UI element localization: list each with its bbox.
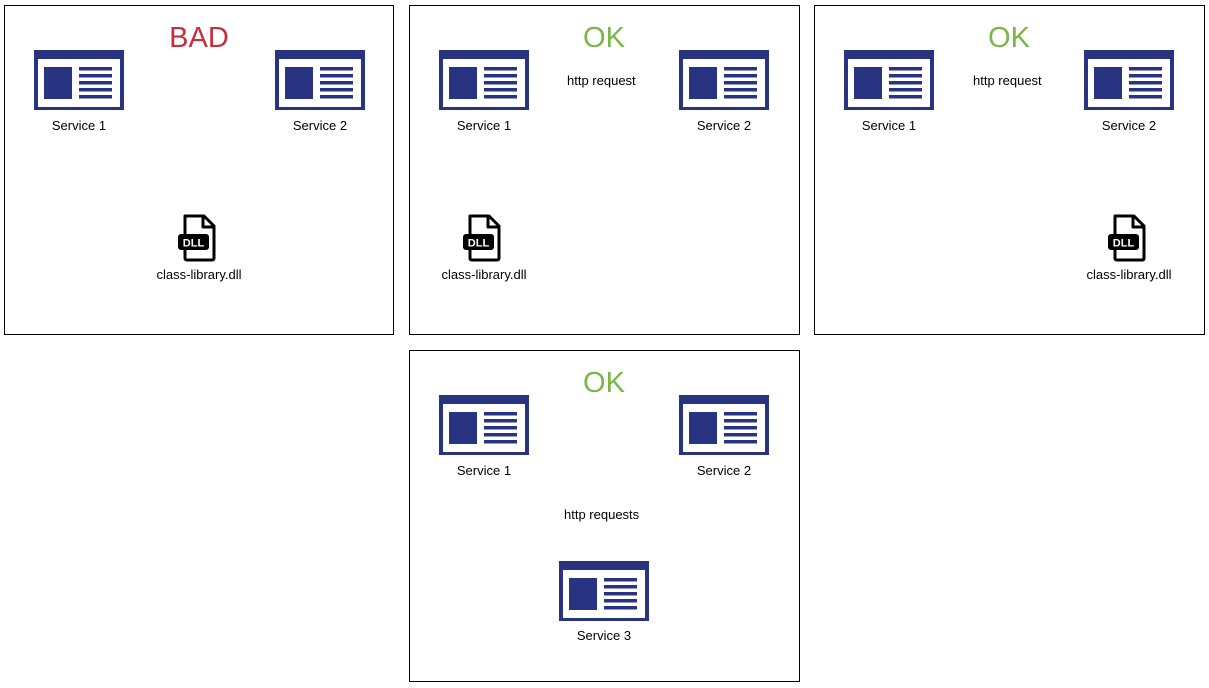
dll-file-icon: DLL [461, 214, 507, 262]
panel-3-service-2-label: Service 2 [1101, 118, 1157, 133]
panel-2-service-2-label: Service 2 [696, 118, 752, 133]
panel-1-service-2-label: Service 2 [292, 118, 348, 133]
panel-4-edge-label: http requests [563, 507, 641, 522]
service-window-icon [34, 50, 124, 110]
service-window-icon [559, 561, 649, 621]
panel-1-dll-label: class-library.dll [156, 267, 242, 282]
panel-4-service-3-label: Service 3 [576, 628, 632, 643]
svg-text:DLL: DLL [1113, 238, 1135, 250]
panel-3-edge-label: http request [972, 73, 1043, 88]
service-window-icon [275, 50, 365, 110]
panel-4-title: OK [583, 367, 625, 399]
panel-2-title: OK [583, 22, 625, 54]
service-window-icon [844, 50, 934, 110]
service-window-icon [439, 395, 529, 455]
svg-text:DLL: DLL [468, 238, 490, 250]
service-window-icon [679, 50, 769, 110]
panel-1-title: BAD [169, 22, 229, 54]
dll-file-icon: DLL [1106, 214, 1152, 262]
panel-2-edge-label: http request [566, 73, 637, 88]
service-window-icon [439, 50, 529, 110]
panel-1-service-1-label: Service 1 [51, 118, 107, 133]
panel-3-service-1-label: Service 1 [861, 118, 917, 133]
panel-3-dll-label: class-library.dll [1086, 267, 1172, 282]
panel-4-service-2-label: Service 2 [696, 463, 752, 478]
panel-2-dll-label: class-library.dll [441, 267, 527, 282]
panel-4-service-1-label: Service 1 [456, 463, 512, 478]
service-window-icon [1084, 50, 1174, 110]
panel-3-title: OK [988, 22, 1030, 54]
dll-file-icon: DLL [176, 214, 222, 262]
service-window-icon [679, 395, 769, 455]
svg-text:DLL: DLL [183, 238, 205, 250]
panel-2-service-1-label: Service 1 [456, 118, 512, 133]
